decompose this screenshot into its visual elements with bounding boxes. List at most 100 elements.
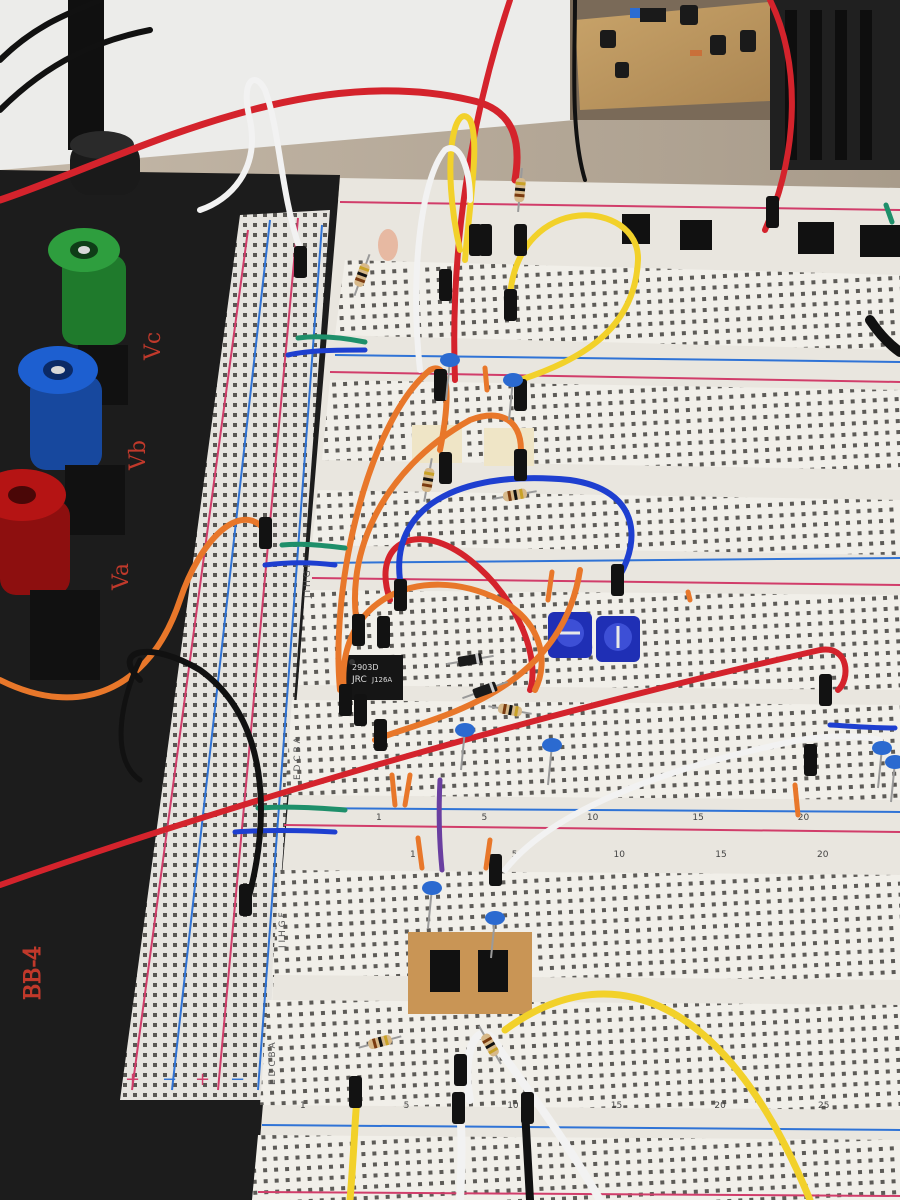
wire-plug xyxy=(439,269,452,301)
capacitor xyxy=(542,738,562,752)
wire-plug xyxy=(504,289,517,321)
wire-plug xyxy=(452,1092,465,1124)
wire-plug xyxy=(394,579,407,611)
breadboard: + − + − J I H G F E D C B A J I H G F E … xyxy=(120,178,900,1200)
diode xyxy=(462,680,508,700)
capacitor xyxy=(503,373,523,387)
rail-line-red xyxy=(131,229,249,1091)
wire-plug xyxy=(514,379,527,411)
diode xyxy=(446,653,494,667)
wire-black xyxy=(572,0,587,182)
capacitor xyxy=(422,881,442,895)
column-number: 20 xyxy=(714,1101,726,1111)
column-number: 1 xyxy=(410,850,416,860)
wire-plug xyxy=(377,616,390,648)
wire-plug xyxy=(239,884,252,916)
wire-orange xyxy=(340,581,545,703)
column-number: 25 xyxy=(818,1101,829,1111)
column-number: 15 xyxy=(715,850,726,860)
wire-plug xyxy=(352,614,365,646)
column-number: 20 xyxy=(798,813,810,823)
capacitor xyxy=(440,353,460,367)
resistor xyxy=(478,1025,502,1065)
wire-plug xyxy=(349,1076,362,1108)
capacitor xyxy=(885,755,900,769)
row-letters-lower: E D C B A xyxy=(293,736,303,780)
label-vc: Vc xyxy=(141,332,166,361)
pcb-board xyxy=(575,0,790,110)
wire-blue xyxy=(262,560,338,568)
short-jumper xyxy=(389,772,398,808)
wire-blue xyxy=(827,722,898,731)
led xyxy=(378,229,398,261)
wire-red xyxy=(0,87,521,204)
wire-plug xyxy=(514,449,527,481)
wire-orange xyxy=(372,567,583,743)
red-binding-post xyxy=(0,469,100,680)
wire-plug xyxy=(521,1092,534,1124)
wire-plug xyxy=(804,744,817,776)
row-letters-lower-2: E D C B A xyxy=(268,1041,278,1085)
ic-chip: 2903D JRC J126A xyxy=(345,655,403,700)
short-jumper xyxy=(482,365,490,393)
wire-plug xyxy=(819,674,832,706)
resistor xyxy=(353,253,371,297)
short-jumper xyxy=(545,569,555,603)
trimmer-pot-1[interactable] xyxy=(548,612,592,658)
trimmer-pot-2[interactable] xyxy=(596,616,640,662)
short-jumper xyxy=(415,835,425,871)
row-letters-upper-2: J I H G F xyxy=(278,912,288,949)
wire-black xyxy=(0,27,153,113)
pcb-components xyxy=(600,5,756,78)
wire-blue xyxy=(232,828,338,835)
wire-black xyxy=(865,315,900,357)
section-lower-abcde xyxy=(285,700,900,800)
column-number: 1 xyxy=(376,813,382,823)
wire-black xyxy=(126,648,264,903)
binding-posts: Vc Vb Va xyxy=(0,0,166,680)
wire-orange xyxy=(351,412,524,643)
column-number: 5 xyxy=(481,813,487,823)
wire-red xyxy=(382,536,536,693)
wire-green xyxy=(295,334,368,345)
column-number: 10 xyxy=(507,1101,519,1111)
resistor xyxy=(493,488,537,502)
wire-yellow xyxy=(507,212,642,383)
capacitor xyxy=(485,911,505,925)
transistor-2 xyxy=(680,220,712,250)
ic-lot-label: J126A xyxy=(371,676,392,684)
wire-plug xyxy=(259,517,272,549)
wire-plug xyxy=(479,224,492,256)
rail-line-blue xyxy=(257,224,323,1091)
wire-plug xyxy=(611,564,624,596)
resistor xyxy=(358,1034,402,1050)
soic-chip-1 xyxy=(430,950,460,992)
wire-white xyxy=(502,733,883,873)
passive-components xyxy=(353,167,900,1065)
wire-white xyxy=(463,1029,604,1200)
short-jumper xyxy=(483,837,493,871)
row-letters-upper: J I H G F xyxy=(303,562,313,599)
label-va: Va xyxy=(109,563,134,591)
wire-plug xyxy=(374,719,387,751)
section-top xyxy=(335,260,900,350)
adapter-board xyxy=(408,932,532,1014)
short-jumper xyxy=(685,589,693,603)
column-number: 15 xyxy=(611,1101,622,1111)
wire-plug xyxy=(339,684,352,716)
rail-plus: + xyxy=(125,1069,140,1090)
wire-plug xyxy=(439,452,452,484)
column-number: 10 xyxy=(614,850,626,860)
white-sheet xyxy=(0,0,580,170)
wire-plug xyxy=(354,694,367,726)
wire-plug xyxy=(469,224,482,256)
soic-chip-2 xyxy=(478,950,508,992)
wire-plug xyxy=(454,1054,467,1086)
wire-plug xyxy=(766,196,779,228)
capacitor xyxy=(872,741,892,755)
short-jumper xyxy=(402,772,413,808)
column-number: 20 xyxy=(817,850,829,860)
wire-white xyxy=(413,145,473,373)
